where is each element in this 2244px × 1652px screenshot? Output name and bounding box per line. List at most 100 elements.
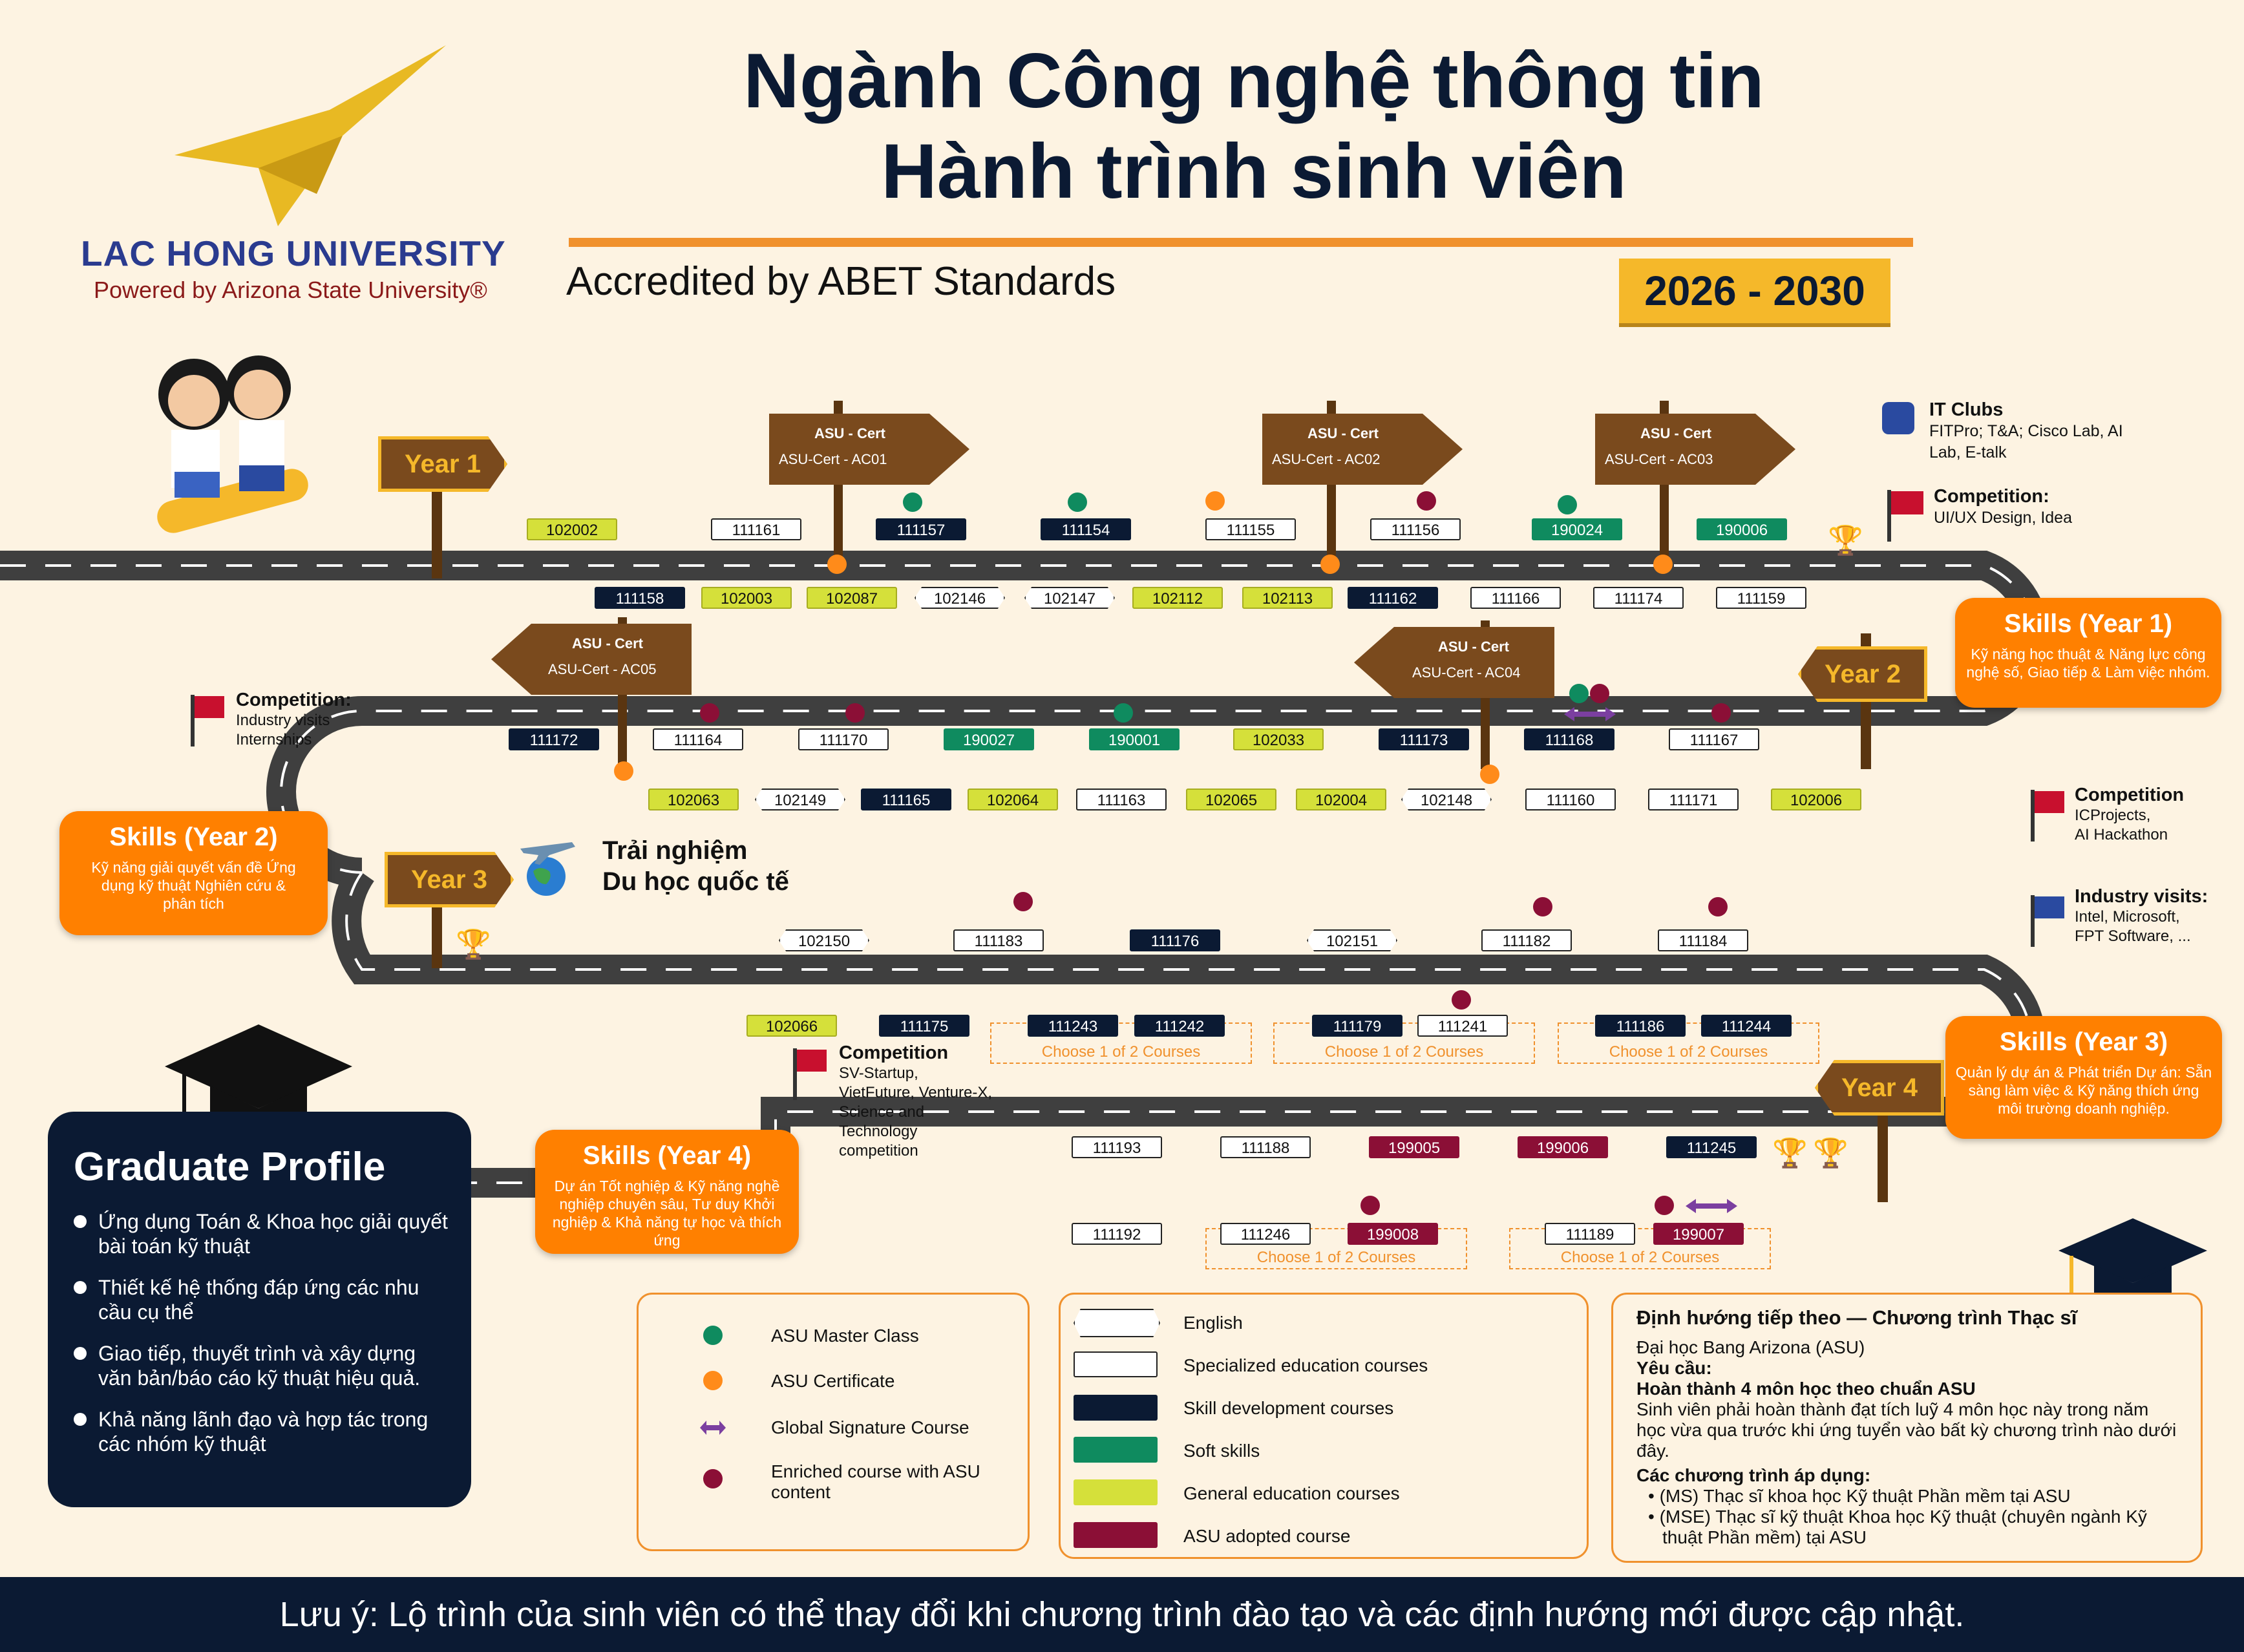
industry-visits-desc1: Intel, Microsoft, xyxy=(2075,908,2180,926)
course-111176[interactable]: 111176 xyxy=(1130,929,1220,951)
course-111242[interactable]: 111242 xyxy=(1134,1015,1225,1037)
course-111241[interactable]: 111241 xyxy=(1417,1015,1508,1037)
course-102004[interactable]: 102004 xyxy=(1296,789,1386,810)
course-111159[interactable]: 111159 xyxy=(1716,587,1806,609)
course-111244[interactable]: 111244 xyxy=(1701,1015,1792,1037)
years-banner: 2026 - 2030 xyxy=(1619,259,1890,323)
course-199006[interactable]: 199006 xyxy=(1518,1136,1608,1158)
course-111189[interactable]: 111189 xyxy=(1545,1223,1635,1245)
skills-year-2: Skills (Year 2) Kỹ năng giải quyết vấn đ… xyxy=(59,811,328,935)
flag-icon-banner xyxy=(797,1050,827,1072)
course-199008[interactable]: 199008 xyxy=(1348,1223,1438,1245)
certificate-marker xyxy=(614,761,633,781)
course-111188[interactable]: 111188 xyxy=(1220,1136,1311,1158)
legend-label: Global Signature Course xyxy=(771,1417,969,1437)
course-190006[interactable]: 190006 xyxy=(1697,518,1787,540)
course-111163[interactable]: 111163 xyxy=(1076,789,1167,810)
competition-3-title: Competition xyxy=(2075,785,2185,805)
trophy-icon: 🏆 xyxy=(456,929,491,960)
flag-icon xyxy=(191,695,195,747)
enriched-dot xyxy=(1013,892,1033,911)
course-102065[interactable]: 102065 xyxy=(1186,789,1276,810)
globe-airplane-icon xyxy=(514,839,578,897)
course-111157[interactable]: 111157 xyxy=(876,518,966,540)
legend-label: Soft skills xyxy=(1183,1441,1260,1461)
course-111174[interactable]: 111174 xyxy=(1593,587,1684,609)
enriched-dot xyxy=(1590,684,1609,703)
master-program-box: Định hướng tiếp theo — Chương trình Thạc… xyxy=(1611,1293,2203,1563)
course-111161[interactable]: 111161 xyxy=(711,518,801,540)
course-102006[interactable]: 102006 xyxy=(1771,789,1861,810)
course-111182[interactable]: 111182 xyxy=(1481,929,1572,951)
cert-title: ASU - Cert xyxy=(1307,425,1379,441)
master-class-dot xyxy=(903,492,922,512)
course-102149[interactable]: 102149 xyxy=(755,789,845,810)
course-111156[interactable]: 111156 xyxy=(1370,518,1461,540)
course-102064[interactable]: 102064 xyxy=(968,789,1058,810)
course-111160[interactable]: 111160 xyxy=(1525,789,1616,810)
robot-icon xyxy=(1882,402,1914,434)
course-102151[interactable]: 102151 xyxy=(1307,929,1397,951)
legend-label: ASU Certificate xyxy=(771,1371,895,1391)
industry-visits-desc2: FPT Software, ... xyxy=(2075,927,2191,945)
course-111193[interactable]: 111193 xyxy=(1072,1136,1162,1158)
course-102087[interactable]: 102087 xyxy=(807,587,897,609)
year-3-label: Year 3 xyxy=(385,852,514,907)
competition-1-title: Competition: xyxy=(1934,486,2049,507)
course-111164[interactable]: 111164 xyxy=(653,728,743,750)
course-102146[interactable]: 102146 xyxy=(915,587,1005,609)
course-190024[interactable]: 190024 xyxy=(1532,518,1622,540)
legend-swatch-general xyxy=(1074,1479,1158,1505)
course-190027[interactable]: 190027 xyxy=(944,728,1034,750)
it-clubs-title: IT Clubs xyxy=(1929,399,2004,420)
flag-icon-banner xyxy=(195,696,224,718)
course-111245[interactable]: 111245 xyxy=(1666,1136,1757,1158)
master-title: Định hướng tiếp theo — Chương trình Thạc… xyxy=(1636,1306,2077,1329)
course-111184[interactable]: 111184 xyxy=(1658,929,1748,951)
course-111167[interactable]: 111167 xyxy=(1669,728,1759,750)
course-102066[interactable]: 102066 xyxy=(746,1015,837,1037)
course-102002[interactable]: 102002 xyxy=(527,518,617,540)
course-102033[interactable]: 102033 xyxy=(1233,728,1324,750)
course-111162[interactable]: 111162 xyxy=(1348,587,1438,609)
course-102150[interactable]: 102150 xyxy=(779,929,869,951)
trophy-icon: 🏆 xyxy=(1772,1138,1808,1169)
course-111179[interactable]: 111179 xyxy=(1312,1015,1402,1037)
legend-label: ASU Master Class xyxy=(771,1326,919,1346)
legend-dots: ASU Master Class ASU Certificate Global … xyxy=(637,1293,1030,1551)
course-190001[interactable]: 190001 xyxy=(1089,728,1180,750)
course-102003[interactable]: 102003 xyxy=(701,587,792,609)
course-111155[interactable]: 111155 xyxy=(1205,518,1296,540)
course-102113[interactable]: 102113 xyxy=(1242,587,1333,609)
legend-label: General education courses xyxy=(1183,1483,1400,1503)
competition-4-title: Competition xyxy=(839,1043,949,1063)
course-111166[interactable]: 111166 xyxy=(1470,587,1561,609)
course-102112[interactable]: 102112 xyxy=(1132,587,1223,609)
footer-note: Lưu ý: Lộ trình của sinh viên có thể tha… xyxy=(279,1595,1965,1634)
course-111158[interactable]: 111158 xyxy=(595,587,685,609)
it-clubs: IT Clubs FITPro; T&A; Cisco Lab, AI Lab,… xyxy=(1929,399,2149,463)
course-111172[interactable]: 111172 xyxy=(509,728,599,750)
competition-3-desc2: AI Hackathon xyxy=(2075,826,2168,843)
course-199007[interactable]: 199007 xyxy=(1653,1223,1744,1245)
course-111186[interactable]: 111186 xyxy=(1595,1015,1686,1037)
course-102063[interactable]: 102063 xyxy=(648,789,739,810)
course-102147[interactable]: 102147 xyxy=(1024,587,1115,609)
course-199005[interactable]: 199005 xyxy=(1369,1136,1459,1158)
footer-bar: Lưu ý: Lộ trình của sinh viên có thể tha… xyxy=(0,1577,2244,1652)
course-111192[interactable]: 111192 xyxy=(1072,1223,1162,1245)
course-111171[interactable]: 111171 xyxy=(1648,789,1739,810)
course-111243[interactable]: 111243 xyxy=(1028,1015,1118,1037)
course-111168[interactable]: 111168 xyxy=(1524,728,1614,750)
course-102148[interactable]: 102148 xyxy=(1401,789,1492,810)
master-class-dot xyxy=(1558,495,1577,514)
course-111183[interactable]: 111183 xyxy=(953,929,1044,951)
course-111173[interactable]: 111173 xyxy=(1379,728,1469,750)
course-111165[interactable]: 111165 xyxy=(861,789,951,810)
course-111154[interactable]: 111154 xyxy=(1041,518,1131,540)
course-111175[interactable]: 111175 xyxy=(879,1015,969,1037)
course-111246[interactable]: 111246 xyxy=(1220,1223,1311,1245)
choose-label: Choose 1 of 2 Courses xyxy=(1609,1043,1768,1061)
study-abroad: Trải nghiệm Du học quốc tế xyxy=(602,835,789,897)
course-111170[interactable]: 111170 xyxy=(798,728,889,750)
